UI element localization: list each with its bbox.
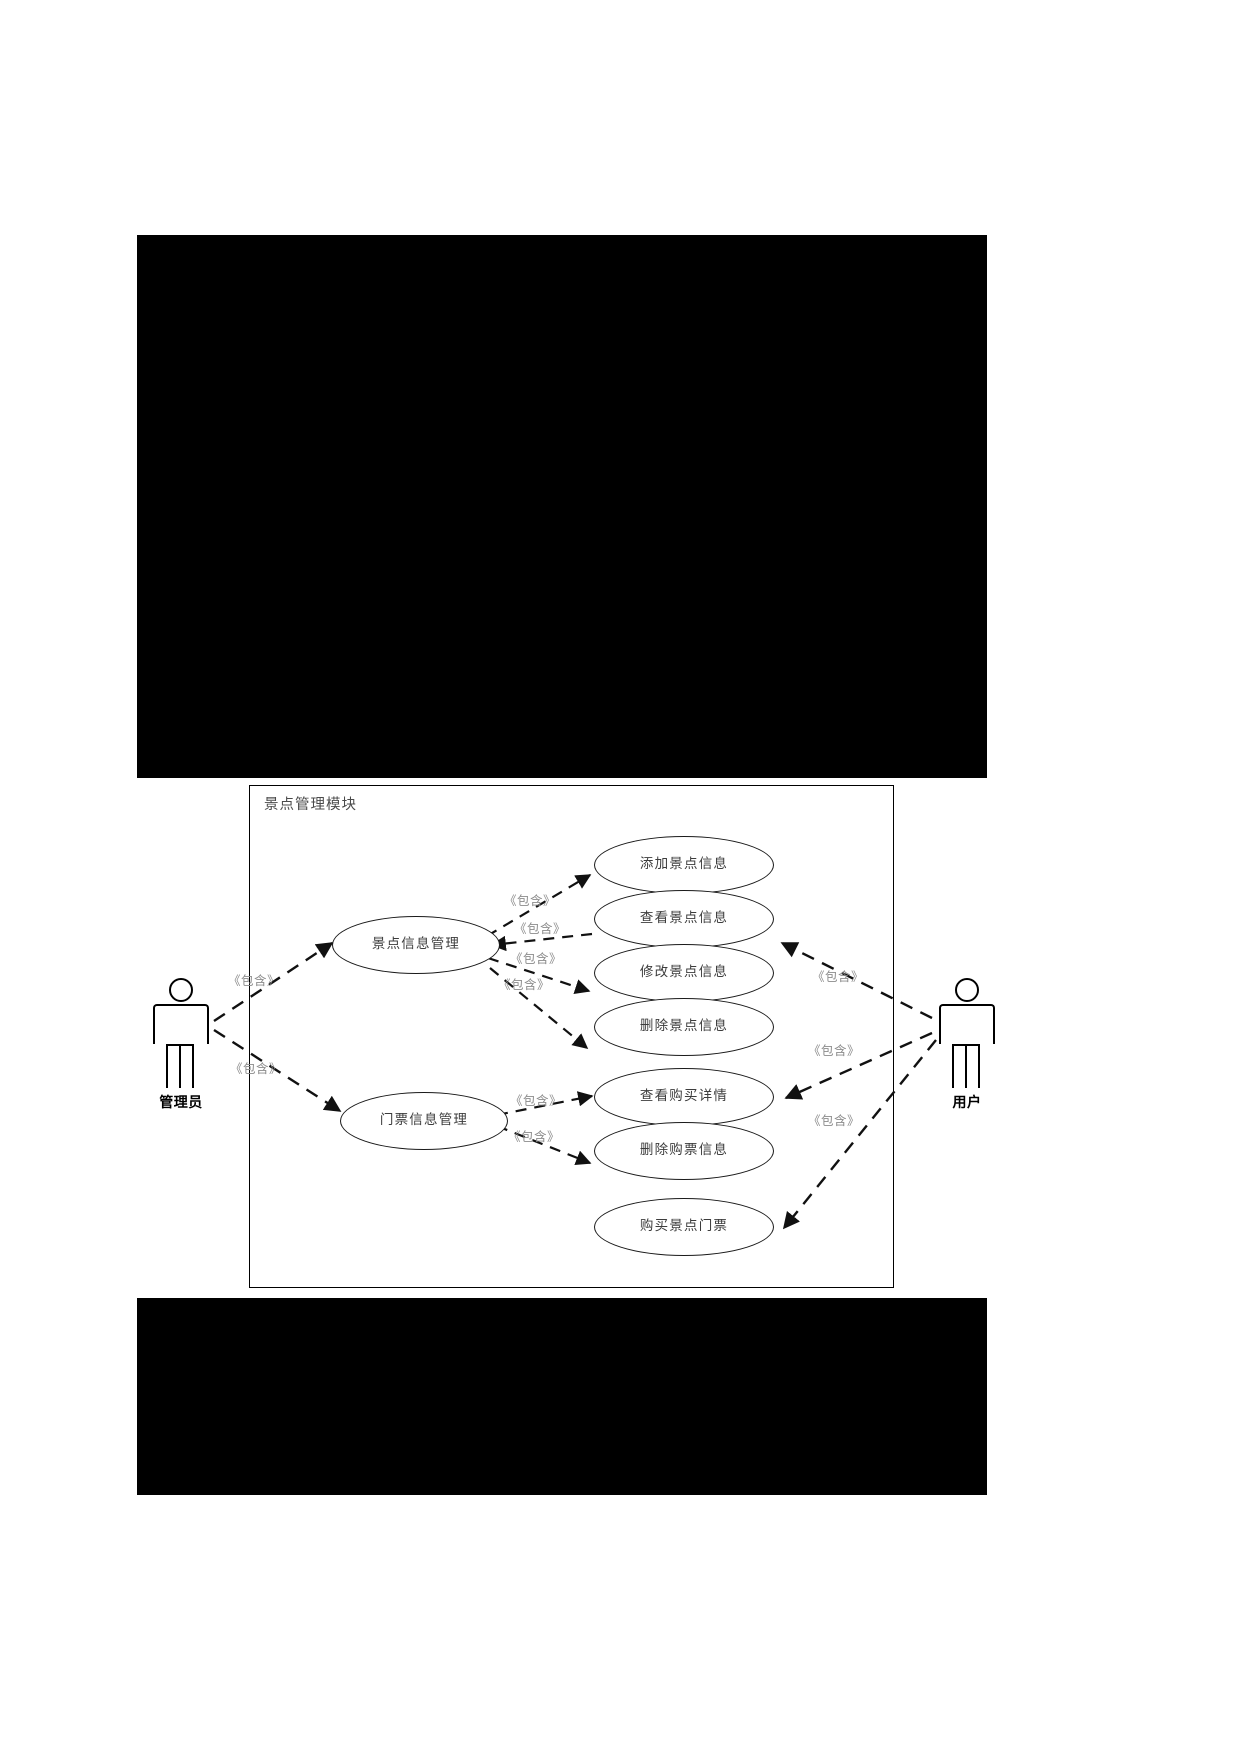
stereotype-user-buy-ticket: 《包含》 <box>808 1113 861 1128</box>
edge-scenic-manage-to-view <box>490 932 593 952</box>
connector-layer <box>213 874 937 1230</box>
usecase-ticket-info-manage[interactable]: 门票信息管理 <box>340 1092 508 1150</box>
usecase-label: 门票信息管理 <box>379 1112 469 1129</box>
actor-legs-icon <box>939 1044 995 1088</box>
actor-head-icon <box>955 978 979 1002</box>
stereotype-admin-ticket: 《包含》 <box>230 1061 283 1076</box>
actor-user-label: 用户 <box>952 1095 982 1111</box>
actor-admin[interactable]: 管理员 <box>150 978 212 1112</box>
usecase-label: 添加景点信息 <box>639 856 729 873</box>
usecase-label: 景点信息管理 <box>371 936 461 953</box>
usecase-view-purchase-detail[interactable]: 查看购买详情 <box>594 1068 774 1126</box>
usecase-label: 购买景点门票 <box>639 1218 729 1235</box>
stereotype-scenic-edit: 《包含》 <box>510 951 563 966</box>
stereotype-scenic-add: 《包含》 <box>504 893 557 908</box>
usecase-label: 查看景点信息 <box>639 910 729 927</box>
usecase-scenic-info-manage[interactable]: 景点信息管理 <box>332 916 500 974</box>
actor-head-icon <box>169 978 193 1002</box>
usecase-label: 删除购票信息 <box>639 1142 729 1159</box>
edge-admin-to-ticket-manage <box>213 1028 342 1113</box>
actor-admin-label: 管理员 <box>159 1095 203 1111</box>
stereotype-user-view-scenic: 《包含》 <box>812 969 865 984</box>
stereotype-user-view-purchase: 《包含》 <box>808 1043 861 1058</box>
usecase-view-scenic-info[interactable]: 查看景点信息 <box>594 890 774 948</box>
usecase-label: 删除景点信息 <box>639 1018 729 1035</box>
use-case-diagram: 景点管理模块 <box>150 778 995 1298</box>
stereotype-ticket-delete: 《包含》 <box>508 1129 561 1144</box>
stereotype-scenic-view: 《包含》 <box>514 921 567 936</box>
edge-ticket-manage-to-delete-ticket <box>496 1124 592 1166</box>
usecase-add-scenic-info[interactable]: 添加景点信息 <box>594 836 774 894</box>
actor-user[interactable]: 用户 <box>936 978 998 1112</box>
usecase-delete-ticket-info[interactable]: 删除购票信息 <box>594 1122 774 1180</box>
black-mask-bottom <box>137 1298 987 1495</box>
usecase-label: 修改景点信息 <box>639 964 729 981</box>
edge-user-to-view-scenic <box>780 941 933 1020</box>
edge-admin-to-scenic-manage <box>213 941 334 1023</box>
actor-body-icon <box>939 1004 995 1044</box>
usecase-delete-scenic-info[interactable]: 删除景点信息 <box>594 998 774 1056</box>
stereotype-scenic-delete: 《包含》 <box>498 977 551 992</box>
actor-body-icon <box>153 1004 209 1044</box>
edge-scenic-manage-to-add <box>486 874 592 937</box>
black-mask-top <box>137 235 987 778</box>
edge-ticket-manage-to-view-purchase <box>496 1091 594 1117</box>
usecase-edit-scenic-info[interactable]: 修改景点信息 <box>594 944 774 1002</box>
usecase-buy-scenic-ticket[interactable]: 购买景点门票 <box>594 1198 774 1256</box>
edge-user-to-buy-ticket <box>782 1039 937 1230</box>
system-boundary-title: 景点管理模块 <box>264 797 357 813</box>
usecase-label: 查看购买详情 <box>639 1088 729 1105</box>
system-boundary-box <box>249 785 894 1288</box>
stereotype-admin-scenic: 《包含》 <box>228 973 281 988</box>
stereotype-ticket-view-purchase: 《包含》 <box>510 1093 563 1108</box>
actor-legs-icon <box>153 1044 209 1088</box>
edge-scenic-manage-to-delete <box>489 967 589 1049</box>
edge-user-to-view-purchase <box>784 1031 933 1100</box>
